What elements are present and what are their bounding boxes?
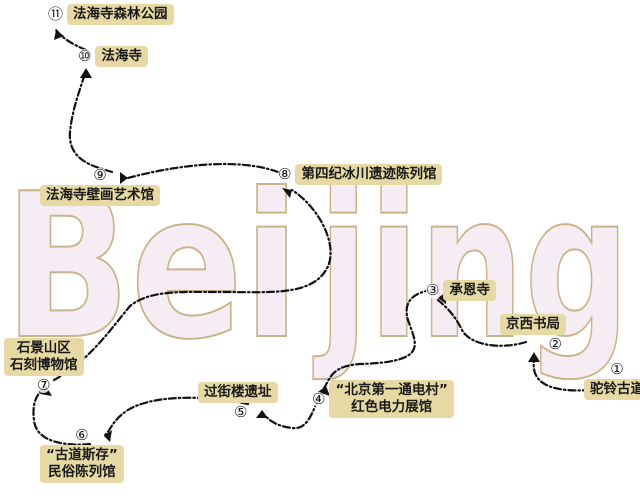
stop-label-line: 法海寺	[101, 48, 142, 64]
stop-label-line: 过街楼遗址	[204, 384, 272, 400]
stop-3[interactable]: ③ 承恩寺	[426, 280, 496, 301]
stop-label-line: 红色电力展馆	[351, 399, 433, 415]
stop-11[interactable]: ⑪ 法海寺森林公园	[48, 4, 174, 25]
stop-label-line: 驼铃古道	[590, 381, 640, 397]
stop-6[interactable]: ⑥ “古道斯存” 民俗陈列馆	[40, 428, 124, 483]
stop-number: ⑪	[48, 5, 64, 23]
stop-label: 法海寺壁画艺术馆	[40, 185, 160, 206]
stop-number: ⑩	[78, 47, 92, 65]
stop-number: ②	[548, 335, 562, 353]
stop-number: ④	[312, 389, 326, 408]
stop-1[interactable]: ① 驼铃古道	[584, 362, 640, 400]
stop-number: ①	[610, 360, 624, 378]
arrow-to-stop-4	[318, 386, 330, 396]
stop-5[interactable]: 过街楼遗址 ⑤	[198, 382, 278, 420]
stop-label: 过街楼遗址	[198, 382, 278, 403]
stop-4[interactable]: ④ “北京第一通电村” 红色电力展馆	[312, 380, 454, 418]
backdrop-word-jing: jing	[313, 151, 630, 384]
stop-number: ⑥	[75, 426, 89, 444]
stop-label: 第四纪冰川遗迹陈列馆	[295, 164, 443, 185]
stop-label: 驼铃古道	[584, 379, 640, 400]
stop-label-line: 京西书局	[506, 316, 560, 332]
stop-2[interactable]: 京西书局 ②	[500, 314, 566, 352]
stop-number: ⑧	[278, 165, 292, 183]
stop-label-line: “北京第一通电村”	[335, 382, 448, 398]
stop-label-line: “古道斯存”	[46, 447, 118, 463]
stop-number: ③	[426, 281, 440, 299]
arrow-to-stop-8	[282, 188, 292, 198]
arrow-to-stop-11	[54, 30, 64, 40]
arrow-to-stop-10	[80, 68, 92, 78]
arrow-to-stop-5	[256, 410, 268, 418]
stop-label-line: 承恩寺	[449, 282, 490, 298]
stop-label: 石景山区 石刻博物馆	[4, 338, 84, 376]
stop-number: ⑦	[37, 376, 51, 394]
stop-number: ⑨	[93, 166, 107, 184]
stop-7[interactable]: 石景山区 石刻博物馆 ⑦	[4, 338, 84, 393]
arrow-to-stop-9	[120, 172, 128, 184]
stop-label-line: 石刻博物馆	[10, 357, 78, 373]
stop-label-line: 石景山区	[16, 340, 71, 356]
arrow-to-stop-2	[528, 352, 540, 362]
stop-label: 承恩寺	[443, 280, 496, 301]
stop-label-line: 第四纪冰川遗迹陈列馆	[301, 166, 437, 182]
stop-label-line: 民俗陈列馆	[48, 464, 116, 480]
stop-number: ⑤	[234, 403, 248, 421]
stop-10[interactable]: ⑩ 法海寺	[78, 46, 148, 67]
stop-label: 京西书局	[500, 314, 566, 335]
stop-label-line: 法海寺壁画艺术馆	[46, 187, 154, 203]
stop-9[interactable]: ⑨ 法海寺壁画艺术馆	[40, 168, 160, 206]
stop-label-line: 法海寺森林公园	[73, 6, 168, 22]
stop-8[interactable]: ⑧ 第四纪冰川遗迹陈列馆	[278, 164, 443, 185]
stop-label: 法海寺	[95, 46, 148, 67]
stop-label: “北京第一通电村” 红色电力展馆	[329, 380, 454, 418]
arrow-to-stop-6	[104, 430, 112, 442]
stop-label: 法海寺森林公园	[67, 4, 174, 25]
stop-label: “古道斯存” 民俗陈列馆	[40, 445, 124, 483]
route-line	[32, 28, 592, 446]
